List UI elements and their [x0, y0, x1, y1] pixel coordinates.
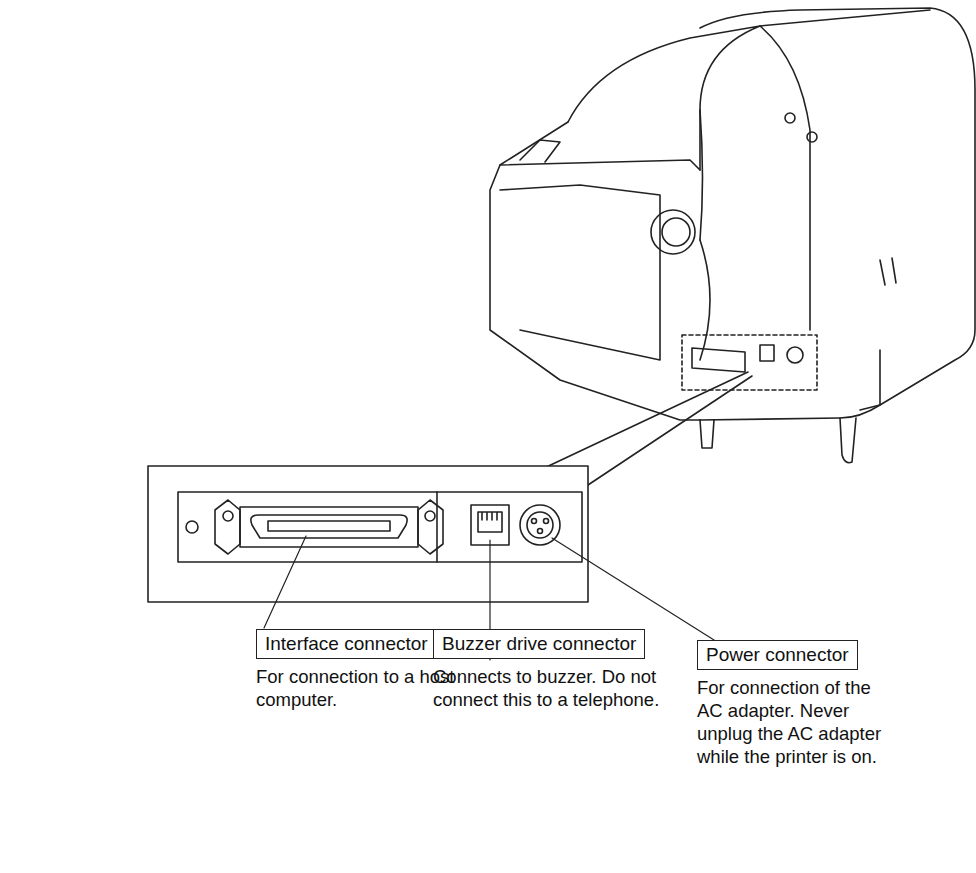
foot [700, 420, 714, 448]
cover-edge [760, 10, 930, 26]
connector-panel [682, 335, 817, 390]
screw [186, 521, 198, 533]
cover-curve [700, 110, 703, 240]
bracket-right [418, 500, 443, 554]
leader-line [552, 538, 714, 640]
front-top [500, 160, 700, 170]
printer-front [490, 122, 700, 420]
callout-heading: Buzzer drive connector [433, 629, 645, 659]
printer-side [700, 8, 975, 420]
screw-hole [807, 132, 817, 142]
interface-port-small [692, 348, 745, 372]
knob-center [662, 218, 690, 246]
vent [880, 258, 896, 285]
side-curve [700, 240, 710, 360]
lever [520, 140, 560, 162]
screw [425, 511, 435, 521]
inset-plate [178, 492, 582, 562]
callout-description: For connection of the AC adapter. Never … [697, 676, 887, 768]
inset-frame [148, 466, 588, 602]
callout-description: Connects to buzzer. Do not connect this … [433, 665, 693, 711]
front-panel [500, 185, 660, 360]
callout-node: Buzzer drive connectorConnects to buzzer… [433, 629, 693, 711]
plate-divide [436, 492, 438, 562]
interface-connector [240, 507, 418, 547]
cover-seam [760, 26, 810, 330]
power-port-small [787, 347, 803, 363]
screw [223, 511, 233, 521]
callout-node: Power connectorFor connection of the AC … [697, 640, 887, 768]
buzzer-port-small [760, 345, 774, 361]
roll-cover [568, 26, 760, 170]
power-connector-inner [527, 512, 553, 538]
power-pin [532, 519, 537, 524]
power-pin [544, 519, 549, 524]
power-pin [538, 529, 543, 534]
callout-heading: Interface connector [256, 629, 437, 659]
interface-pins [268, 521, 390, 531]
interface-shell [251, 515, 407, 538]
buzzer-jack [478, 512, 502, 532]
foot [840, 418, 856, 463]
screw-hole [785, 113, 795, 123]
buzzer-connector [471, 505, 509, 545]
knob [651, 210, 695, 254]
bracket-left [215, 500, 240, 554]
leader-line [264, 536, 306, 628]
foot-edge [860, 350, 880, 410]
callout-heading: Power connector [697, 640, 858, 670]
